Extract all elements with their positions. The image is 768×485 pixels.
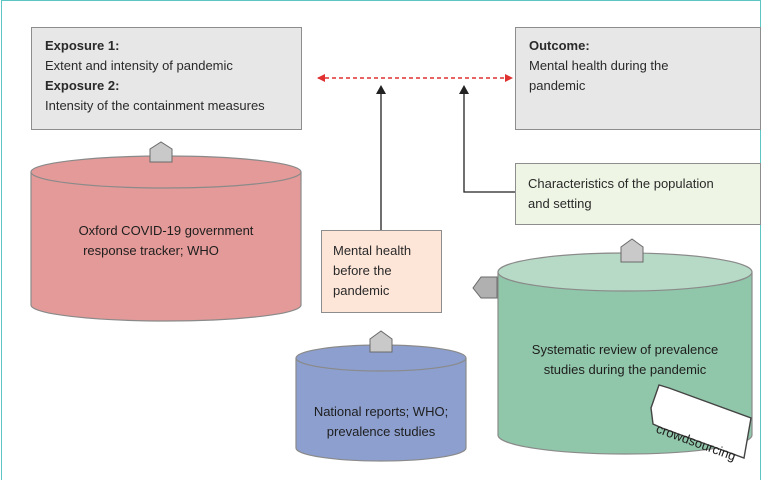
figure-frame [1,0,761,480]
mental-health-before-box: Mental health before the pandemic [321,230,442,313]
national-cylinder-label: National reports; WHO; prevalence studie… [298,402,464,442]
characteristics-line-1: Characteristics of the population [528,176,714,191]
exposure-1-text: Extent and intensity of pandemic [45,58,233,73]
national-reports-cylinder [295,344,467,462]
outcome-line-1: Mental health during the [529,58,669,73]
mental-health-before-connector [376,85,386,230]
systematic-up-arrow [620,238,644,263]
outcome-line-2: pandemic [529,78,586,93]
oxford-cylinder [30,155,302,322]
characteristics-connector [459,85,515,193]
oxford-up-arrow [149,141,173,163]
national-label-line-1: National reports; WHO; [313,404,449,419]
systematic-label-line-1: Systematic review of prevalence [531,342,719,357]
outcome-box: Outcome: Mental health during the pandem… [515,27,761,130]
mental-before-line-1: Mental health [333,243,412,258]
outcome-title: Outcome: [529,38,590,53]
systematic-label-line-2: studies during the pandemic [543,362,707,377]
characteristics-line-2: and setting [528,196,592,211]
exposure-2-text: Intensity of the containment measures [45,98,265,113]
systematic-left-arrow [472,276,498,299]
oxford-label-line-1: Oxford COVID-19 government [78,223,254,238]
oxford-cylinder-label: Oxford COVID-19 government response trac… [46,221,286,261]
exposure-box: Exposure 1: Extent and intensity of pand… [31,27,302,130]
mental-before-line-2: before the [333,263,392,278]
national-label-line-2: prevalence studies [326,424,436,439]
crowdsourcing-arrow [650,384,752,459]
exposure-2-title: Exposure 2: [45,78,120,93]
systematic-cylinder-label: Systematic review of prevalence studies … [505,340,745,380]
oxford-label-line-2: response tracker; WHO [83,243,219,258]
exposure-1-title: Exposure 1: [45,38,120,53]
national-up-arrow [369,330,393,353]
mental-before-line-3: pandemic [333,283,390,298]
characteristics-box: Characteristics of the population and se… [515,163,761,225]
